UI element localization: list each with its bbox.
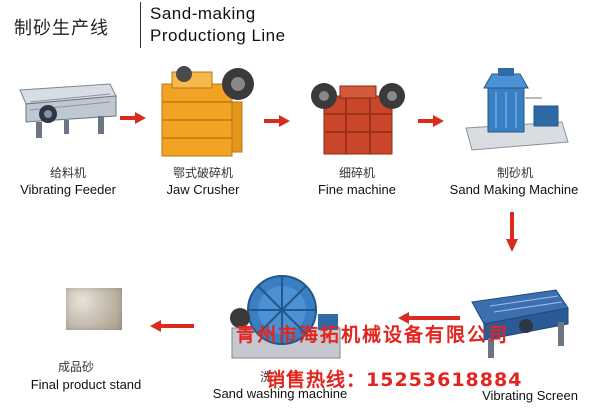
sand-making-label-en: Sand Making Machine: [449, 182, 579, 197]
vibrating-feeder-image: [19, 83, 117, 138]
fine-machine-label-en: Fine machine: [317, 182, 397, 197]
vibrating-screen-image: [471, 289, 569, 358]
sand-washing-label-en: Sand washing machine: [212, 386, 348, 401]
watermark-company: 青州市海拓机械设备有限公司: [236, 324, 510, 346]
sand-making-machine-image: [465, 68, 569, 151]
vibrating-screen-label-en: Vibrating Screen: [482, 388, 578, 403]
flow-arrow-1: [120, 112, 146, 124]
jaw-crusher-image: [161, 66, 254, 157]
flow-arrow-2: [264, 115, 290, 127]
title-en-line2: Productiong Line: [150, 26, 286, 45]
flow-arrow-6: [150, 320, 194, 332]
flow-arrow-3: [418, 115, 444, 127]
final-product-label-cn: 成品砂: [57, 360, 94, 374]
flow-arrow-5: [398, 312, 460, 324]
jaw-crusher-label-en: Jaw Crusher: [166, 182, 240, 197]
feeder-label-cn: 给料机: [49, 166, 86, 180]
sand-washing-machine-image: [230, 275, 341, 359]
final-product-label-en: Final product stand: [30, 377, 142, 392]
title-en-line1: Sand-making: [150, 4, 256, 23]
title-en: Sand-making Productiong Line: [150, 3, 286, 47]
title-cn: 制砂生产线: [14, 18, 109, 39]
sand-making-label-cn: 制砂机: [496, 166, 533, 180]
feeder-label-en: Vibrating Feeder: [20, 182, 116, 197]
final-product-image: [66, 288, 122, 330]
flow-arrow-4: [506, 212, 518, 252]
jaw-crusher-label-cn: 鄂式破碎机: [172, 166, 233, 180]
sand-washing-label-cn: 洗: [259, 370, 272, 384]
fine-machine-label-cn: 细碎机: [338, 166, 375, 180]
watermark-hotline: 销售热线：15253618884: [266, 369, 523, 391]
title-divider: [140, 2, 141, 48]
fine-machine-image: [311, 83, 405, 155]
